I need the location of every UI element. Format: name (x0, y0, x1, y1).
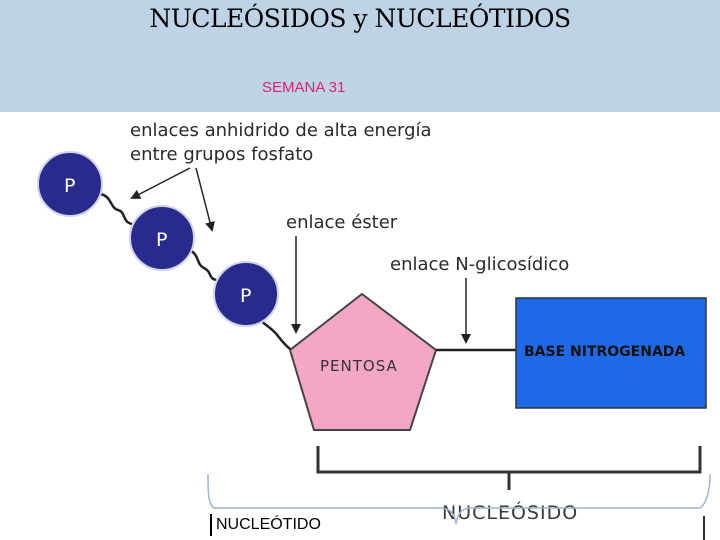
phosphate-connector-1 (99, 192, 133, 226)
phosphate-connector-2 (189, 248, 217, 282)
nucleoside-bracket (316, 446, 702, 490)
pentose-label: PENTOSA (320, 357, 398, 375)
ester-bond-label: enlace éster (286, 212, 398, 233)
phosphate-label: P (64, 175, 75, 197)
nucleotide-bracket (207, 473, 711, 525)
anhydride-arrow-1 (130, 167, 191, 199)
phosphate-label: P (156, 229, 167, 251)
phosphate-label: P (240, 285, 251, 307)
week-subtitle: SEMANA 31 (262, 79, 346, 96)
phosphate-to-pentose-connector (257, 317, 295, 354)
anhydride-arrow-2 (195, 167, 215, 232)
page-title: NUCLEÓSIDOS y NUCLEÓTIDOS (149, 4, 571, 33)
nucleotide-label: NUCLEÓTIDO (210, 514, 321, 536)
base-label: BASE NITROGENADA (524, 344, 685, 360)
glycosidic-bond-label: enlace N-glicosídico (390, 254, 569, 275)
nitrogenous-base-box: BASE NITROGENADA (515, 297, 707, 409)
phosphate-group-1: P (37, 151, 103, 217)
header-banner (0, 0, 720, 112)
nucleoside-label: NUCLEÓSIDO (442, 500, 578, 524)
pentose-pentagon: PENTOSA (288, 292, 438, 431)
phosphate-group-3: P (213, 261, 279, 327)
anhydride-annotation-line2: entre grupos fosfato (130, 144, 313, 165)
phosphate-group-2: P (129, 205, 195, 271)
nucleotide-diagram: P P P enlaces anhidrido de alta energía … (37, 120, 711, 540)
anhydride-annotation-line1: enlaces anhidrido de alta energía (130, 120, 432, 141)
